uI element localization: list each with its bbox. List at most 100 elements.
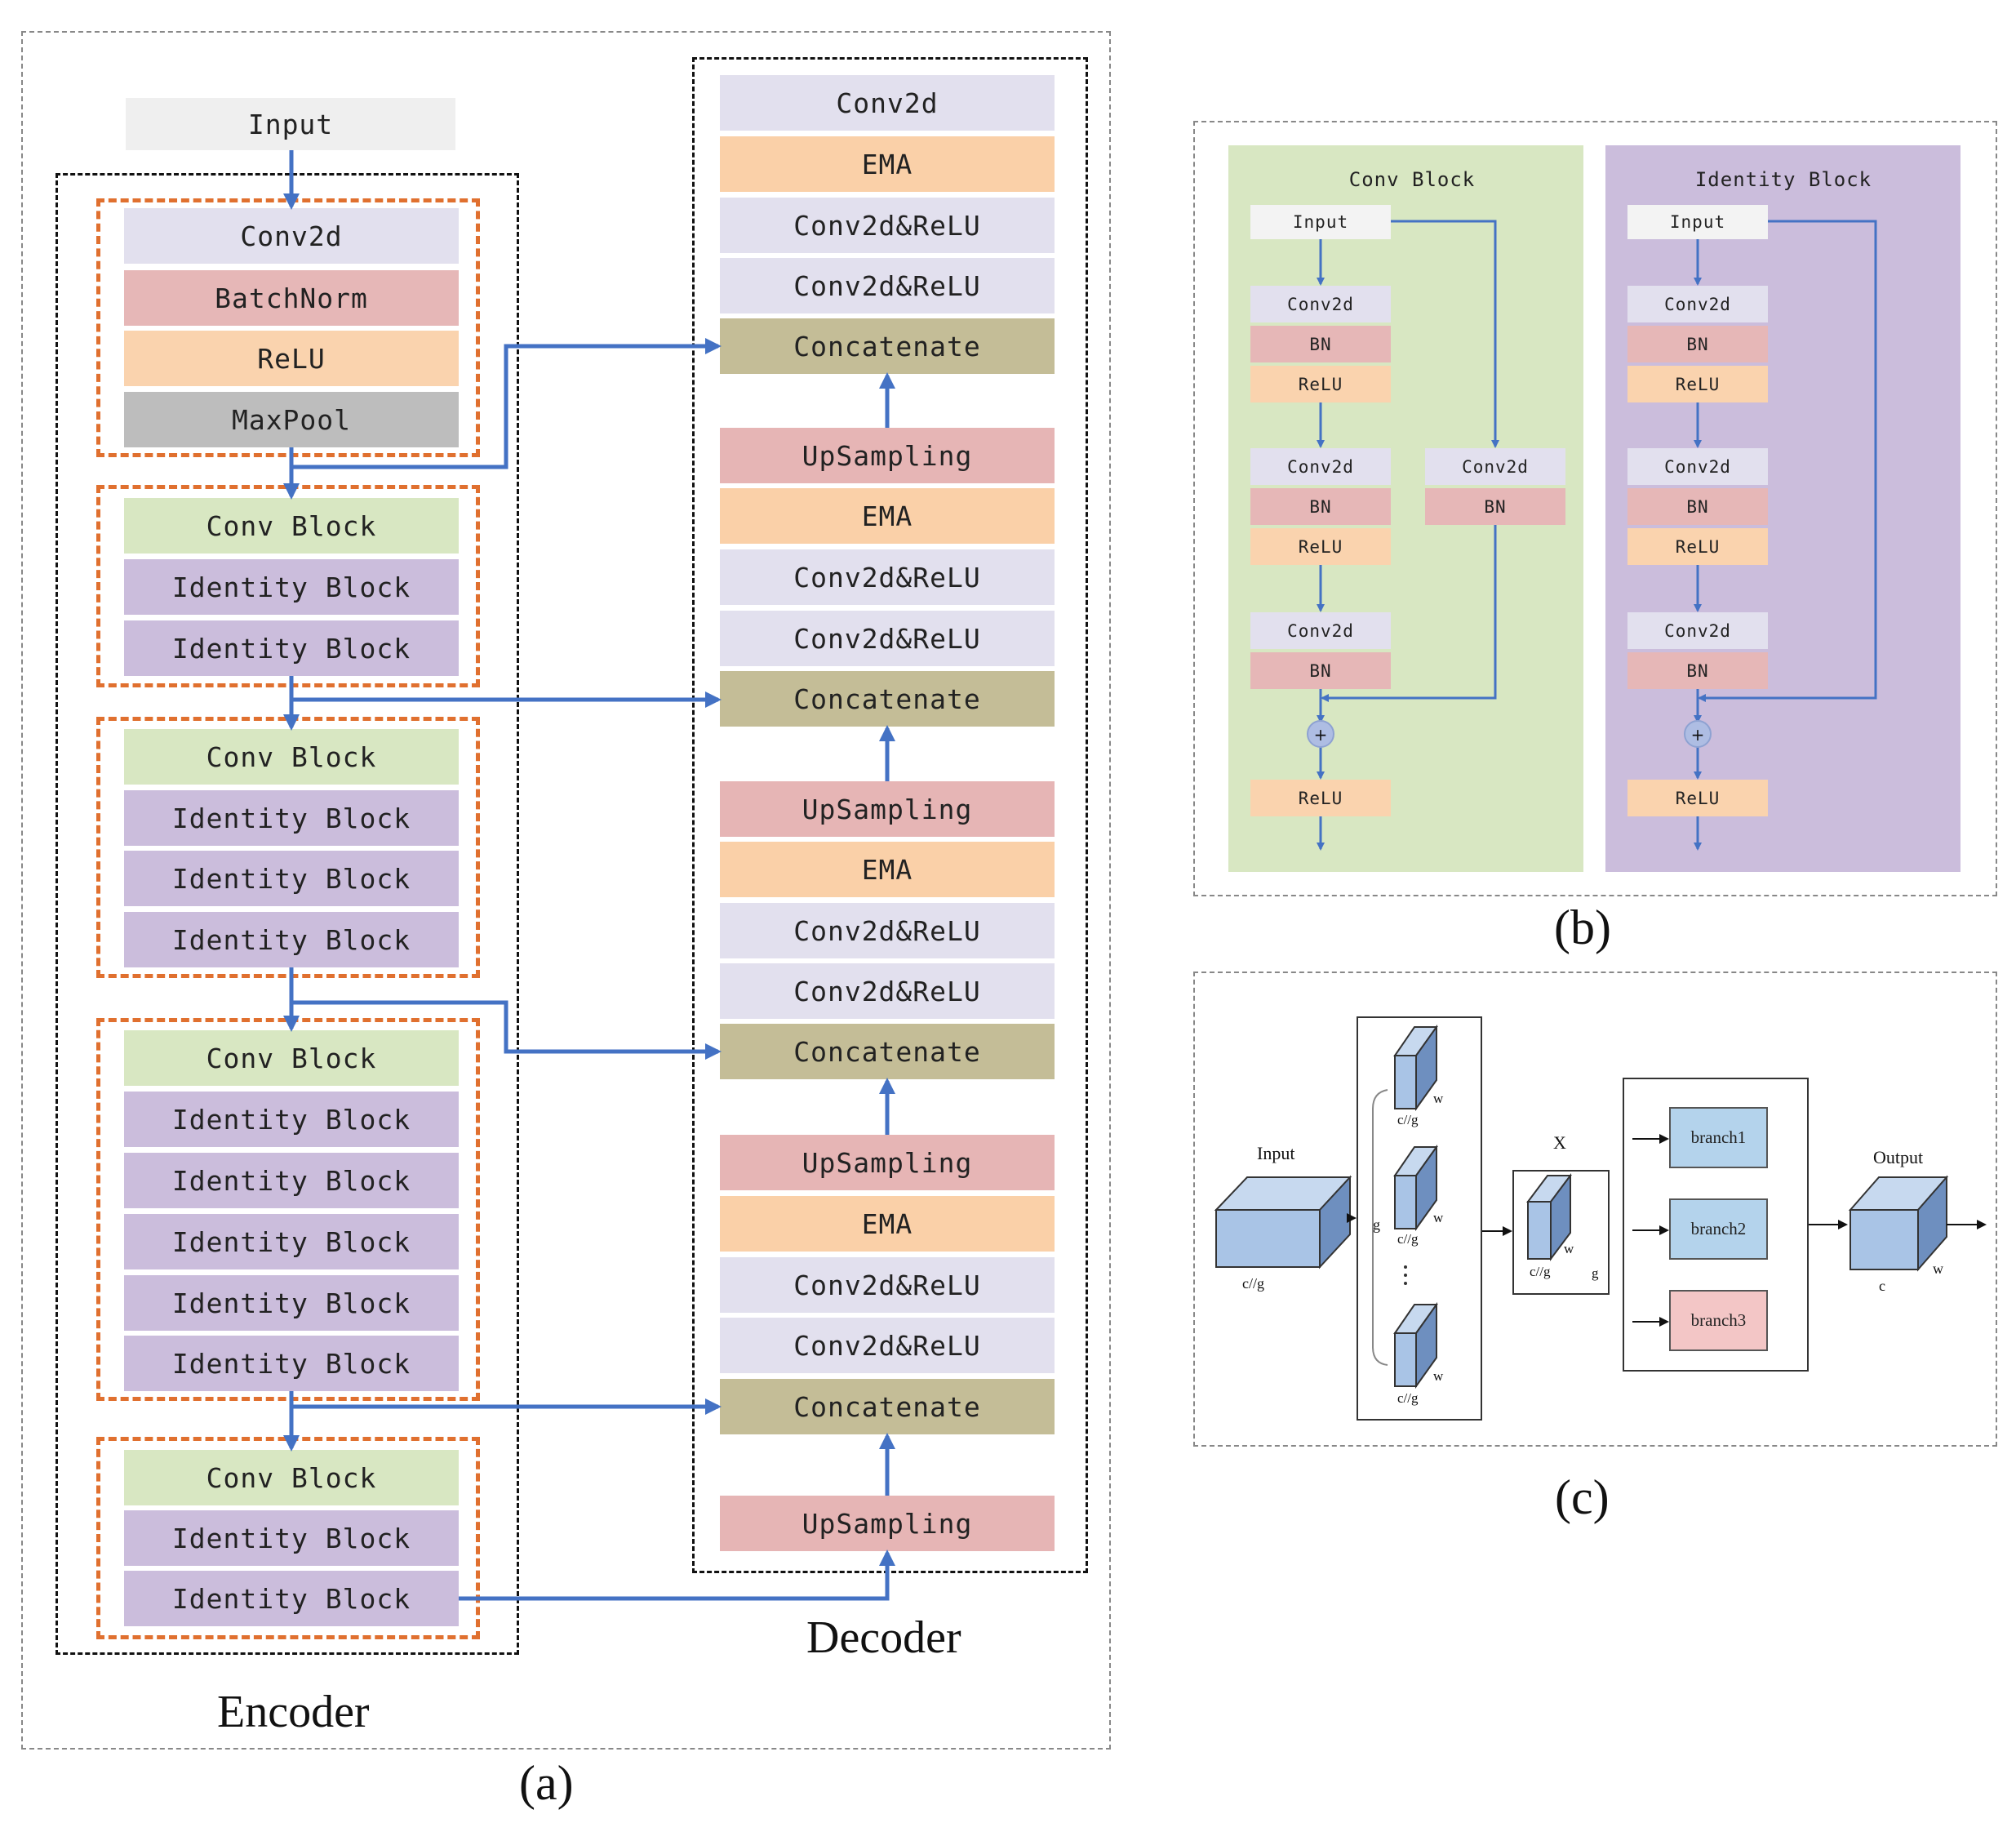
conv-block-bn-3: BN [1250,652,1391,689]
conv-block-title: Conv Block [1348,168,1476,191]
stem-maxpool: MaxPool [124,392,459,447]
encoder-title: Encoder [217,1687,370,1737]
x-box [1512,1170,1610,1295]
caption-b: (b) [1554,900,1611,954]
decoder-conv-relu-0a: Conv2d&ReLU [720,198,1055,253]
output-cube-c: c [1879,1278,1885,1294]
decoder-conv-relu-2a: Conv2d&ReLU [720,903,1055,958]
group-cube-1-cg: c//g [1397,1112,1419,1127]
decoder-title: Decoder [806,1612,961,1663]
encoder-frame [56,173,519,1655]
stage1-conv-block: Conv Block [124,498,459,554]
conv-block-input: Input [1250,205,1391,239]
group-cube-1-w: w [1433,1091,1444,1106]
decoder-ema-2: EMA [720,842,1055,897]
identity-block-conv2d-1: Conv2d [1627,286,1768,322]
decoder-conv-relu-1a: Conv2d&ReLU [720,549,1055,605]
decoder-ema-1: EMA [720,488,1055,544]
conv-block-conv2d-1: Conv2d [1250,286,1391,322]
conv-block-relu-2: ReLU [1250,528,1391,565]
x-cube-h: h [1531,1219,1539,1236]
caption-a: (a) [519,1756,574,1810]
decoder-conv-relu-0b: Conv2d&ReLU [720,258,1055,313]
panel-a-frame [21,31,1111,1750]
group-split-box [1357,1016,1482,1421]
group-cube-2-cg: c//g [1397,1231,1419,1247]
conv-block-conv2d-2: Conv2d [1250,448,1391,485]
decoder-concatenate-1: Concatenate [720,318,1055,374]
stage3-identity-block-5: Identity Block [124,1336,459,1391]
identity-block-relu-2: ReLU [1627,528,1768,565]
stage1-identity-block-1: Identity Block [124,559,459,615]
conv-block-shortcut-bn: BN [1425,488,1565,525]
decoder-upsampling-1: UpSampling [720,428,1055,483]
identity-block-relu-out: ReLU [1627,780,1768,816]
stage2-identity-block-2: Identity Block [124,851,459,906]
identity-block-bn-2: BN [1627,488,1768,525]
stage2-conv-block: Conv Block [124,729,459,785]
input-label: Input [1257,1143,1295,1163]
stem-relu: ReLU [124,331,459,386]
identity-block-relu-1: ReLU [1627,366,1768,402]
decoder-ema-0: EMA [720,136,1055,192]
x-cube-cg: c//g [1530,1264,1551,1279]
identity-block-title: Identity Block [1694,168,1872,191]
conv-block-bn-2: BN [1250,488,1391,525]
input-cube-h: h [1250,1231,1259,1249]
x-cube-w: w [1564,1241,1574,1256]
conv-block-shortcut-conv2d: Conv2d [1425,448,1565,485]
conv-block-conv2d-3: Conv2d [1250,612,1391,649]
stage4-identity-block-1: Identity Block [124,1510,459,1566]
stage3-identity-block-1: Identity Block [124,1092,459,1147]
group-cube-3-w: w [1433,1368,1444,1384]
stage1-identity-block-2: Identity Block [124,620,459,676]
stage4-identity-block-2: Identity Block [124,1571,459,1626]
group-cube-2-h: h [1401,1192,1410,1209]
group-cube-3-cg: c//g [1397,1390,1419,1406]
stage3-identity-block-2: Identity Block [124,1153,459,1208]
x-cube-g: g [1592,1265,1599,1281]
x-label: X [1553,1132,1566,1153]
decoder-upsampling-3: UpSampling [720,1135,1055,1190]
panel-b-frame [1193,121,1997,896]
identity-block-conv2d-2: Conv2d [1627,448,1768,485]
stage3-conv-block: Conv Block [124,1030,459,1086]
stage3-identity-block-3: Identity Block [124,1214,459,1269]
identity-block-input: Input [1627,205,1768,239]
decoder-conv-relu-3b: Conv2d&ReLU [720,1318,1055,1373]
stage2-identity-block-3: Identity Block [124,912,459,967]
stage3-identity-block-4: Identity Block [124,1275,459,1331]
group-cube-2-w: w [1433,1210,1444,1225]
decoder-conv-relu-2b: Conv2d&ReLU [720,963,1055,1019]
output-cube-w: w [1933,1261,1943,1277]
decoder-conv-relu-1b: Conv2d&ReLU [720,611,1055,666]
group-cube-3-h: h [1401,1349,1410,1366]
group-g-label: g [1373,1216,1380,1233]
decoder-ema-3: EMA [720,1196,1055,1252]
branch3-box: branch3 [1669,1290,1768,1351]
conv-block-relu-out: ReLU [1250,780,1391,816]
group-cube-1-h: h [1401,1072,1410,1089]
identity-block-conv2d-3: Conv2d [1627,612,1768,649]
identity-block-bn-3: BN [1627,652,1768,689]
decoder-concatenate-2: Concatenate [720,671,1055,727]
input-cube-w: w [1300,1251,1311,1267]
input-cube-cg: c//g [1242,1275,1264,1292]
decoder-concatenate-3: Concatenate [720,1024,1055,1079]
output-label: Output [1873,1147,1924,1167]
decoder-concatenate-4: Concatenate [720,1379,1055,1434]
branch1-box: branch1 [1669,1107,1768,1168]
conv-block-relu-1: ReLU [1250,366,1391,402]
branch2-box: branch2 [1669,1198,1768,1260]
decoder-conv2d: Conv2d [720,75,1055,131]
branches-box [1623,1078,1809,1372]
identity-block-bn-1: BN [1627,326,1768,362]
panel-c-frame [1193,972,1997,1447]
encoder-input: Input [126,98,455,150]
decoder-frame [692,57,1088,1573]
stem-conv2d: Conv2d [124,208,459,264]
caption-c: (c) [1555,1470,1610,1524]
decoder-conv-relu-3a: Conv2d&ReLU [720,1257,1055,1313]
conv-block-bn-1: BN [1250,326,1391,362]
